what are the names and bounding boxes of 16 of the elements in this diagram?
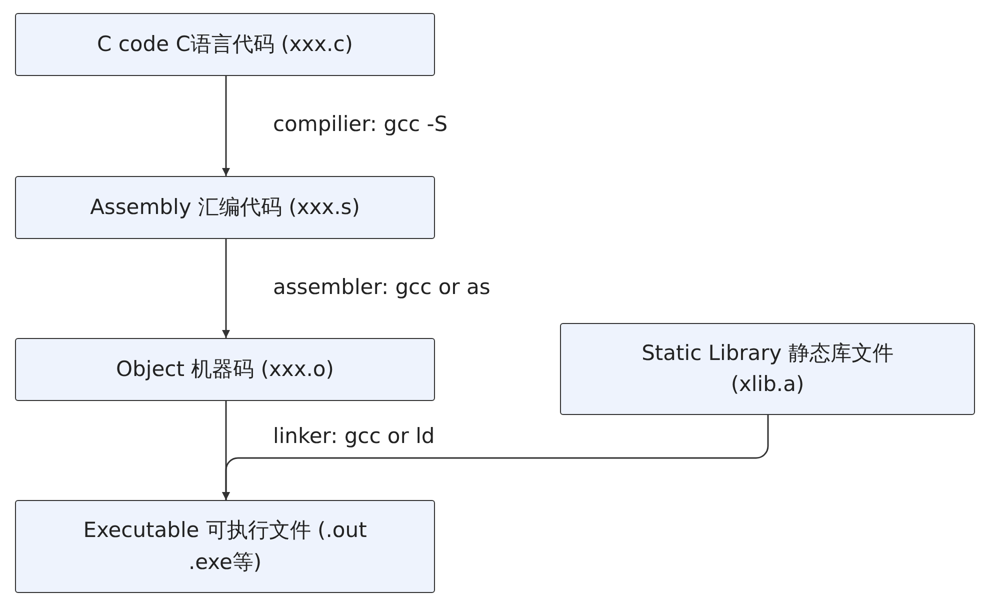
edge-label: linker: gcc or ld (273, 424, 435, 448)
node-text: Object 机器码 (xxx.o) (116, 356, 334, 383)
arrow (222, 415, 769, 500)
edge-label: assembler: gcc or as (273, 275, 490, 299)
node-text: Static Library 静态库文件 (xlib.a) (640, 340, 894, 398)
arrow (222, 76, 230, 176)
arrow (222, 239, 230, 338)
process-box (560, 323, 975, 415)
edge-label: compilier: gcc -S (273, 112, 448, 136)
process-box (15, 13, 435, 76)
node-text: C code C语言代码 (xxx.c) (97, 30, 353, 58)
process-box (15, 338, 435, 401)
node-text: Assembly 汇编代码 (xxx.s) (90, 194, 360, 221)
process-box (15, 500, 435, 593)
process-box (15, 176, 435, 239)
node-text: Executable 可执行文件 (.out .exe等) (82, 517, 368, 576)
